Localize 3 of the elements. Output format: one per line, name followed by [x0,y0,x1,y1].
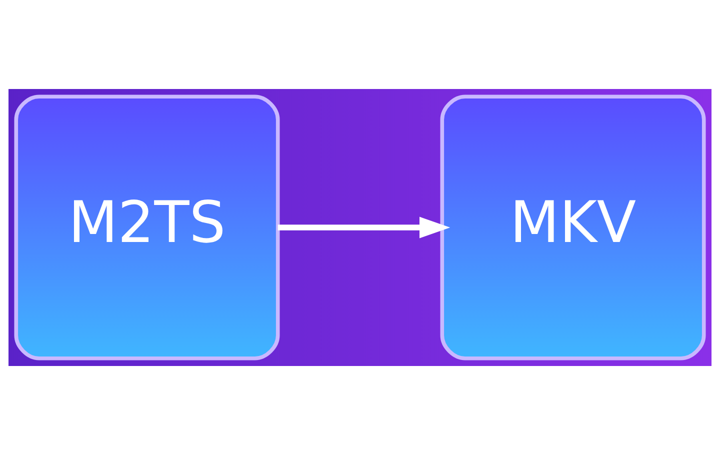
node-box: MKV [440,94,706,360]
arrow [278,216,450,238]
node-box: M2TS [14,94,280,360]
